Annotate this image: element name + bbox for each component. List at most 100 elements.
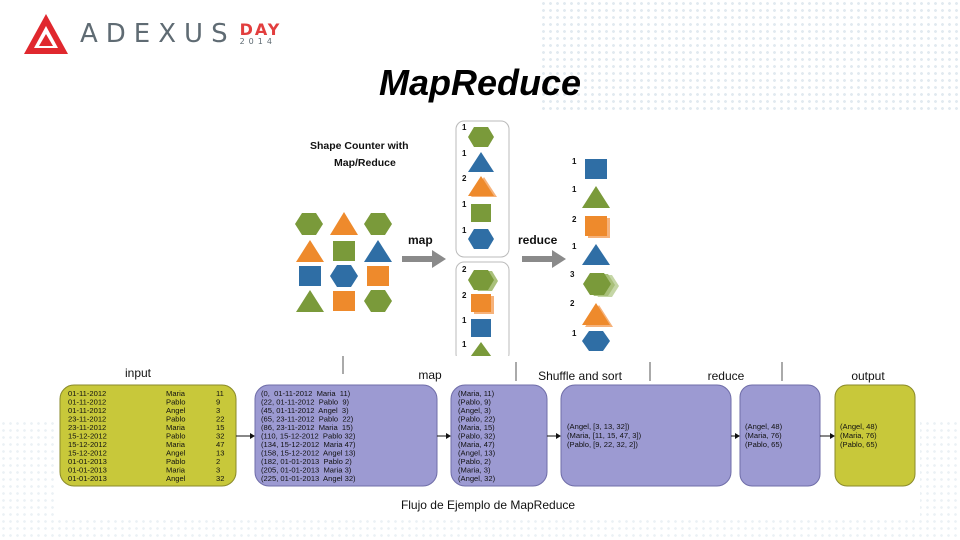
- dot-pattern-top: [540, 0, 960, 110]
- pair-row: (Angel, 32): [458, 474, 496, 483]
- logo-day-text: DAY: [239, 20, 282, 39]
- triangle-shape: [468, 152, 494, 172]
- map-row: (205, 01-01-2013 Maria 3): [261, 466, 352, 475]
- input-value: 13: [216, 449, 224, 458]
- input-value: 3: [216, 406, 220, 415]
- triangle-shape: [582, 186, 610, 208]
- input-value: 32: [216, 432, 224, 441]
- input-value: 3: [216, 466, 220, 475]
- count-label: 2: [572, 215, 577, 224]
- logo-day: DAY 2014: [240, 22, 282, 46]
- count-label: 1: [462, 316, 467, 325]
- count-label: 1: [462, 226, 467, 235]
- count-label: 1: [572, 157, 577, 166]
- input-date: 01-11-2012: [68, 406, 106, 415]
- hexagon-shape: [468, 270, 494, 290]
- input-name: Maria: [166, 423, 186, 432]
- hexagon-shape: [583, 273, 611, 295]
- pair-row: (Maria, 11): [458, 389, 495, 398]
- square-shape: [585, 159, 607, 179]
- square-shape: [585, 216, 607, 236]
- reduce-row: (Maria, 76): [745, 431, 782, 440]
- hexagon-shape: [582, 331, 610, 351]
- count-label: 2: [462, 291, 467, 300]
- map-row: (65, 23-11-2012 Pablo 22): [261, 415, 354, 424]
- input-date: 01-11-2012: [68, 389, 106, 398]
- input-row: 01-11-2012 Angel 3: [68, 406, 220, 415]
- square-shape: [471, 204, 491, 222]
- triangle-shape: [468, 176, 494, 196]
- input-value: 22: [216, 415, 224, 424]
- input-name: Pablo: [166, 457, 185, 466]
- pair-row: (Maria, 15): [458, 423, 495, 432]
- input-name: Maria: [166, 440, 186, 449]
- input-date: 01-01-2013: [68, 457, 107, 466]
- map-row: (22, 01-11-2012 Pablo 9): [261, 398, 350, 407]
- reduce-row: (Angel, 48): [745, 422, 783, 431]
- logo-name: ADEXUS: [80, 19, 236, 49]
- map-row: (86, 23-11-2012 Maria 15): [261, 423, 353, 432]
- shuffle-row: (Pablo, [9, 22, 32, 2]): [567, 440, 638, 449]
- pair-row: (Maria, 47): [458, 440, 495, 449]
- triangle-shape: [468, 342, 494, 360]
- pair-row: (Angel, 3): [458, 406, 491, 415]
- input-hexagon: [364, 213, 392, 235]
- count-label: 1: [572, 185, 577, 194]
- pair-row: (Pablo, 2): [458, 457, 491, 466]
- map-row: (45, 01-11-2012 Angel 3): [261, 406, 349, 415]
- output-row: (Maria, 76): [840, 431, 877, 440]
- input-hexagon: [295, 213, 323, 235]
- map-row: (134, 15-12-2012 Maria 47): [261, 440, 356, 449]
- shape-counter-heading-line1: Shape Counter with: [310, 140, 409, 152]
- logo-year: 2014: [239, 37, 276, 46]
- hexagon-shape: [468, 127, 494, 147]
- adexus-logo-icon: [24, 14, 68, 54]
- adexus-logo: ADEXUS DAY 2014: [22, 12, 281, 56]
- map-group-2: 2 2 1 1: [462, 265, 498, 360]
- shape-counter-heading: Shape Counter with Map/Reduce: [310, 140, 409, 169]
- input-square: [367, 266, 389, 286]
- input-shapes-grid: [295, 212, 392, 312]
- count-label: 1: [462, 200, 467, 209]
- map-row: (182, 01-01-2013 Pablo 2): [261, 457, 352, 466]
- output-row: (Angel, 48): [840, 422, 878, 431]
- input-value: 32: [216, 474, 224, 483]
- input-date: 01-01-2013: [68, 466, 107, 475]
- input-date: 01-01-2013: [68, 474, 107, 483]
- triangle-shape: [582, 303, 610, 325]
- count-label: 2: [462, 174, 467, 183]
- count-label: 2: [570, 299, 575, 308]
- count-label: 1: [572, 242, 577, 251]
- count-label: 3: [570, 270, 575, 279]
- input-date: 15-12-2012: [68, 449, 107, 458]
- output-row: (Pablo, 65): [840, 440, 878, 449]
- map-arrow: [402, 250, 446, 268]
- shape-counter-heading-line2: Map/Reduce: [334, 157, 396, 169]
- input-name: Angel: [166, 406, 186, 415]
- input-name: Pablo: [166, 415, 185, 424]
- map-row: (158, 15-12-2012 Angel 13): [261, 449, 356, 458]
- square-shape: [471, 294, 491, 312]
- output-box: [834, 384, 916, 487]
- flow-caption: Flujo de Ejemplo de MapReduce: [401, 498, 575, 512]
- reduce-arrow-label: reduce: [518, 233, 558, 247]
- input-name: Pablo: [166, 432, 185, 441]
- reduce-results: 1 1 2 1 3 2 1: [570, 157, 619, 351]
- input-triangle: [296, 290, 324, 312]
- input-name: Pablo: [166, 398, 185, 407]
- shuffle-row: (Maria, [11, 15, 47, 3]): [567, 431, 642, 440]
- output-rows: (Angel, 48) (Maria, 76) (Pablo, 65): [840, 422, 878, 449]
- input-square: [299, 266, 321, 286]
- stage-label-input: input: [125, 366, 152, 380]
- input-value: 9: [216, 398, 220, 407]
- map-row: (0, 01-11-2012 Maria 11): [261, 389, 351, 398]
- slide-title: MapReduce: [378, 62, 582, 103]
